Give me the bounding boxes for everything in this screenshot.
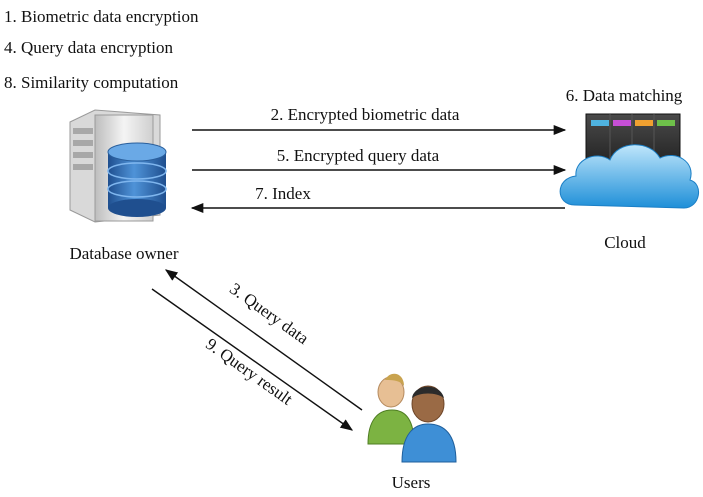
edge-label-query-result: 9. Query result (202, 334, 296, 409)
step-query-encryption: 4. Query data encryption (4, 38, 173, 57)
arrow-query-data (164, 269, 363, 411)
database-cylinder-icon (107, 142, 167, 217)
users-icon (367, 373, 457, 463)
edge-label-index: 7. Index (255, 184, 311, 203)
cloud-icon (559, 144, 699, 209)
edge-label-encrypted-query-data: 5. Encrypted query data (277, 146, 440, 165)
step-similarity-computation: 8. Similarity computation (4, 73, 179, 92)
data-matching-label: 6. Data matching (566, 86, 683, 105)
cloud-label: Cloud (604, 233, 646, 252)
database-owner-label: Database owner (69, 244, 178, 263)
edge-label-query-data: 3. Query data (226, 279, 312, 348)
step-biometric-encryption: 1. Biometric data encryption (4, 7, 199, 26)
edge-label-encrypted-biometric-data: 2. Encrypted biometric data (271, 105, 460, 124)
users-label: Users (392, 473, 431, 492)
arrow-query-result (151, 288, 354, 431)
